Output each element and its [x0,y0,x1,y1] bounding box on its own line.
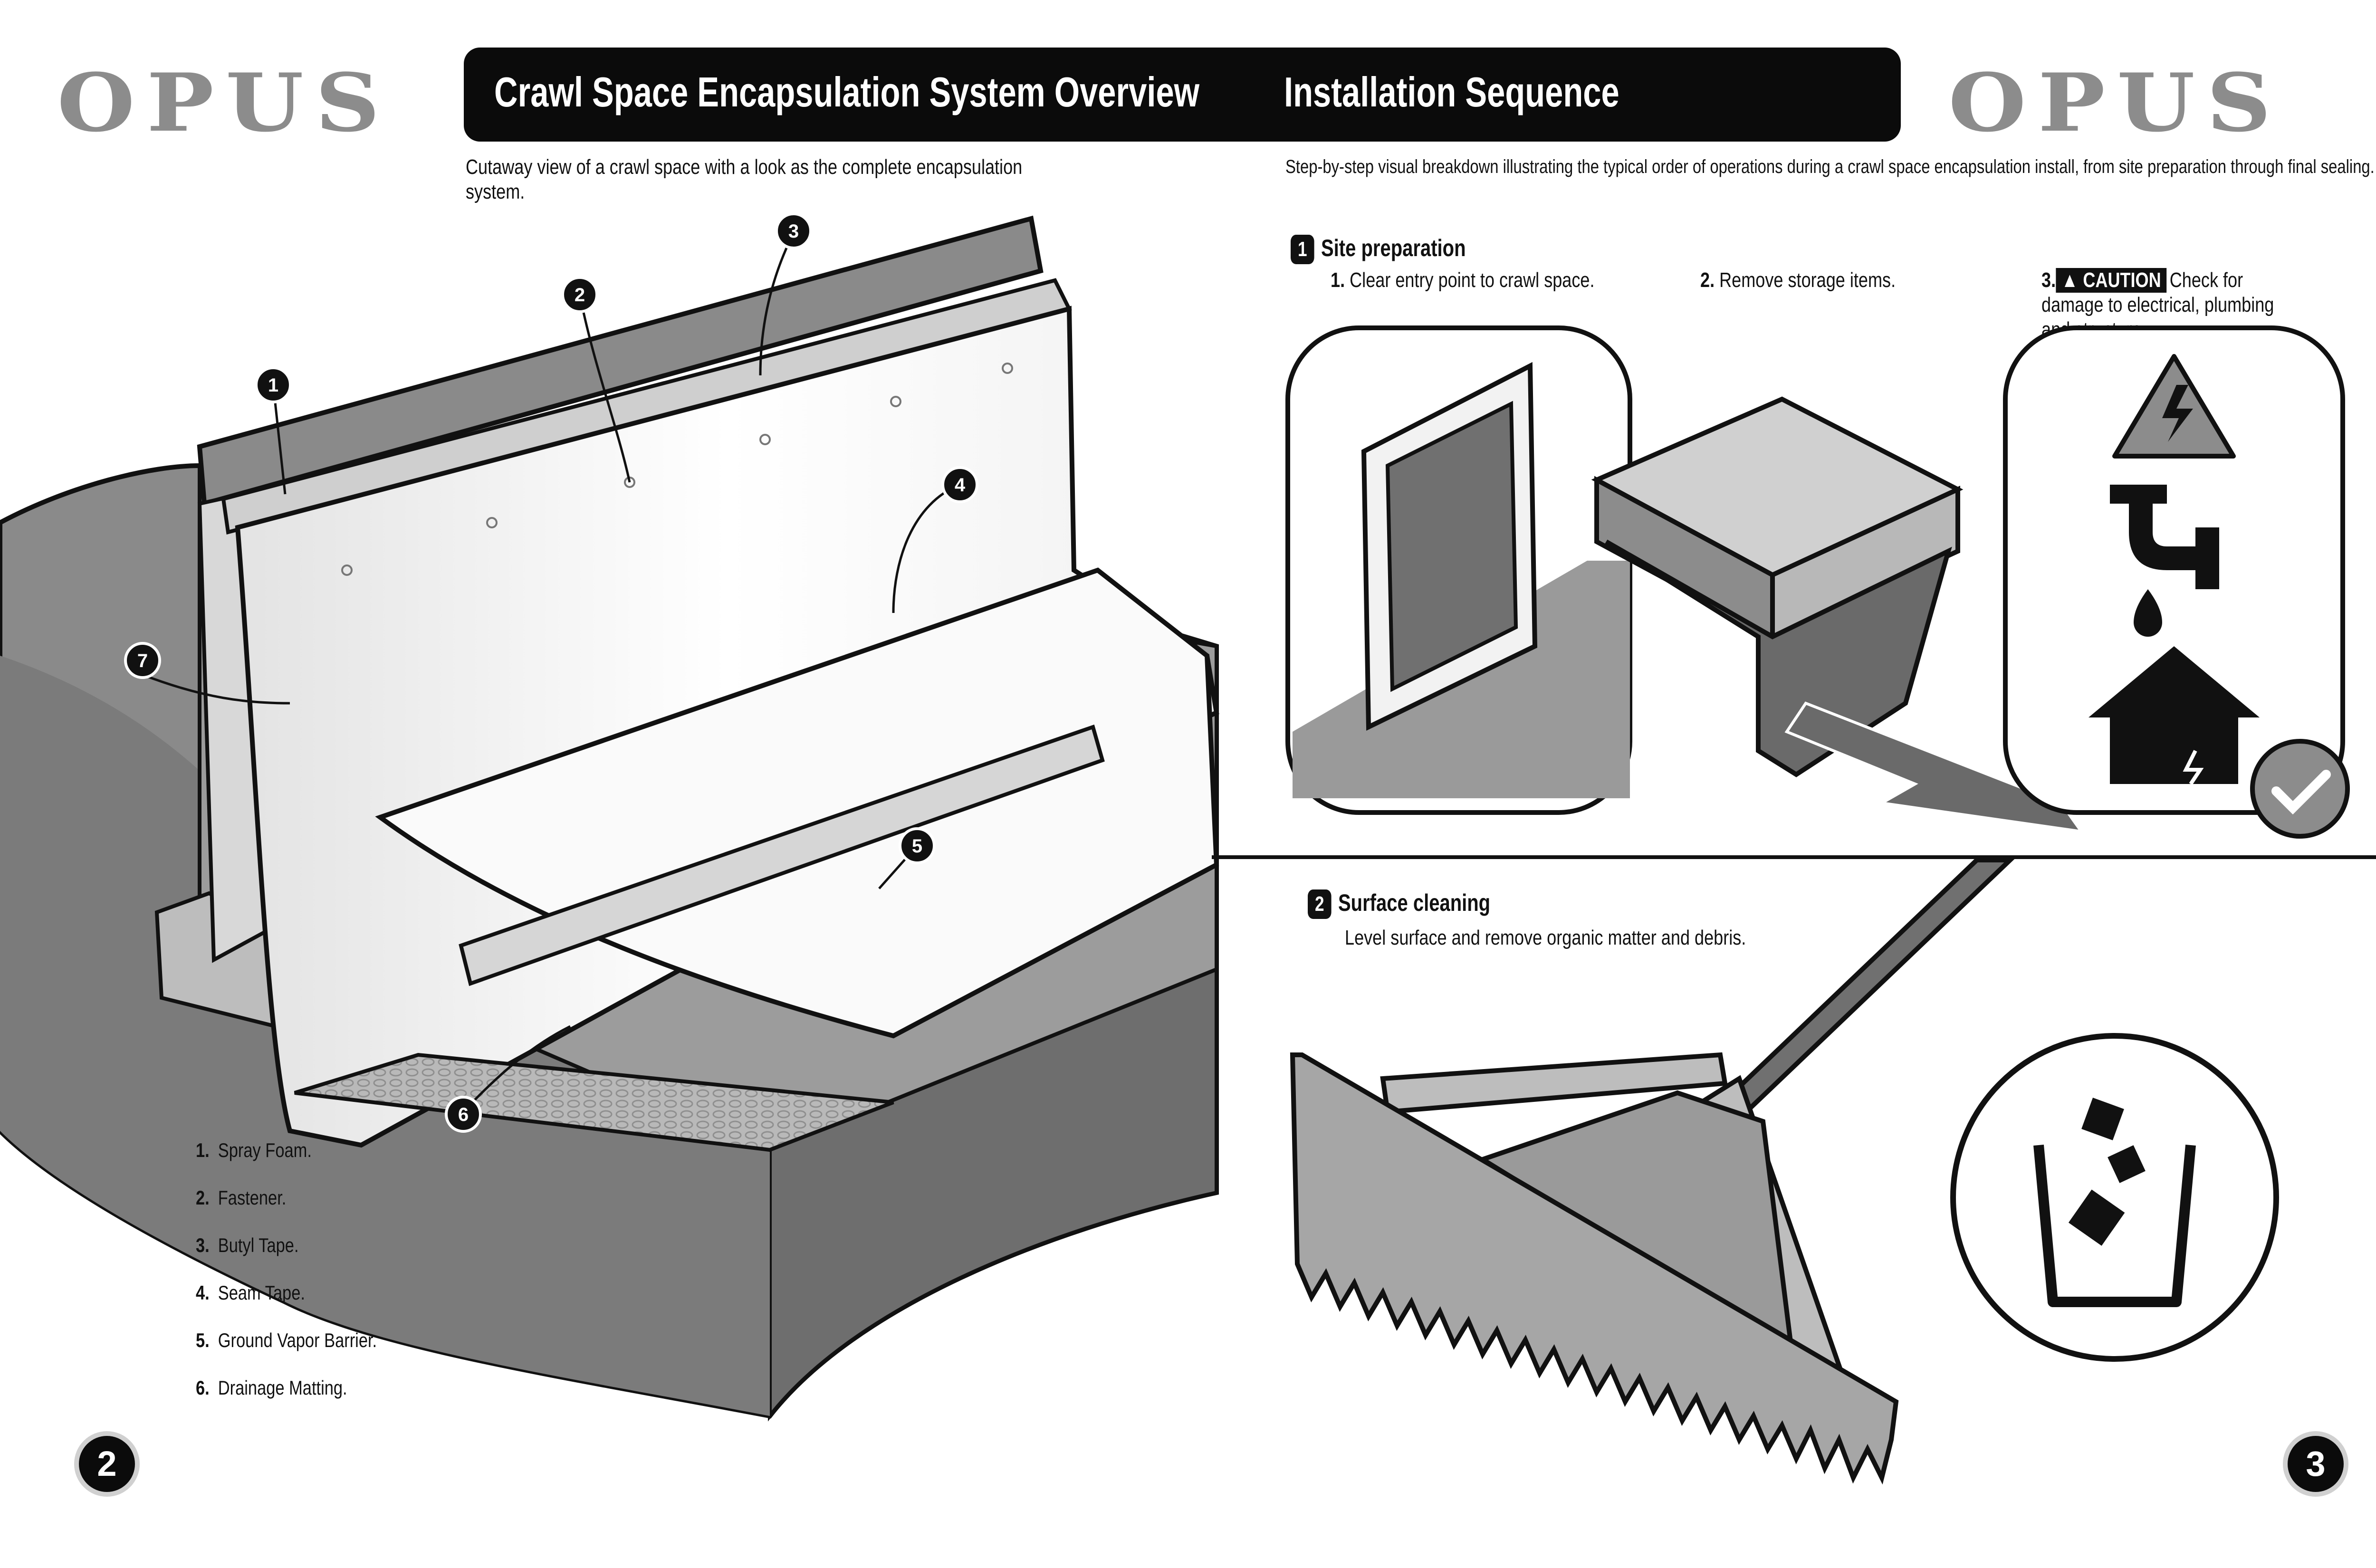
step1-item-2: 2. Remove storage items. [1700,268,1896,292]
rake-illustration [1290,858,2016,1485]
step2-title: Surface cleaning [1338,889,1491,916]
callout-6: 6 [445,1096,482,1133]
legend-item: 1.Spray Foam. [196,1139,312,1161]
step2-description: Level surface and remove organic matter … [1345,926,1746,949]
sequence-description: Step-by-step visual breakdown illustrati… [1285,156,2375,177]
legend-list: 1.Spray Foam. 2.Fastener. 3.Butyl Tape. … [196,1140,417,1398]
callout-6-label: 6 [458,1104,469,1125]
section-divider [1212,855,2376,859]
trash-bin-icon [1950,1033,2279,1362]
checkmark-icon [2250,739,2350,839]
sequence-title: Installation Sequence [1284,68,1619,115]
callout-markers: 1 2 3 4 5 6 7 [124,212,978,1133]
page-number-right: 3 [2288,1436,2344,1492]
callout-5-label: 5 [912,836,922,857]
callout-1-label: 1 [268,375,278,396]
callout-7: 7 [124,642,161,679]
callout-3: 3 [775,212,812,249]
legend-item: 2.Fastener. [196,1186,287,1209]
callout-2: 2 [561,276,598,313]
overview-title: Crawl Space Encapsulation System Overvie… [494,68,1200,115]
callout-2-label: 2 [575,285,585,306]
opus-logo-left: OPUS [57,56,392,150]
step1-title: Site preparation [1321,235,1466,261]
caution-icon: ▲ [2061,268,2079,292]
step1-item-1: 1. Clear entry point to crawl space. [1331,268,1595,292]
title-bar [464,48,1901,142]
callout-3-label: 3 [788,221,799,242]
legend-item: 6.Drainage Matting. [196,1377,347,1399]
step1-number: 1 [1291,235,1314,264]
house-crack-icon [2089,646,2260,785]
pipe-leak-icon [2110,485,2219,637]
legend-item: 4.Seam Tape. [196,1281,305,1304]
page-number-left: 2 [79,1436,135,1492]
legend-item: 3.Butyl Tape. [196,1234,299,1256]
hazard-electric-icon [2112,354,2236,459]
callout-4-label: 4 [955,475,966,496]
step1-heading: 1 Site preparation [1291,235,1466,264]
callout-7-label: 7 [137,650,148,671]
callout-4: 4 [941,466,978,503]
step2-number: 2 [1308,889,1332,919]
site-preparation-illustration [1285,325,2350,839]
opus-logo-right: OPUS [1948,56,2283,150]
callout-5: 5 [899,827,936,864]
legend-item: 5.Ground Vapor Barrier. [196,1329,377,1351]
callout-1: 1 [255,366,292,403]
encapsulation-cutaway-illustration: 1 2 3 4 5 6 7 [0,212,1219,1422]
overview-description: Cutaway view of a crawl space with a loo… [466,155,1023,203]
caution-badge: ▲ CAUTION [2056,268,2167,293]
